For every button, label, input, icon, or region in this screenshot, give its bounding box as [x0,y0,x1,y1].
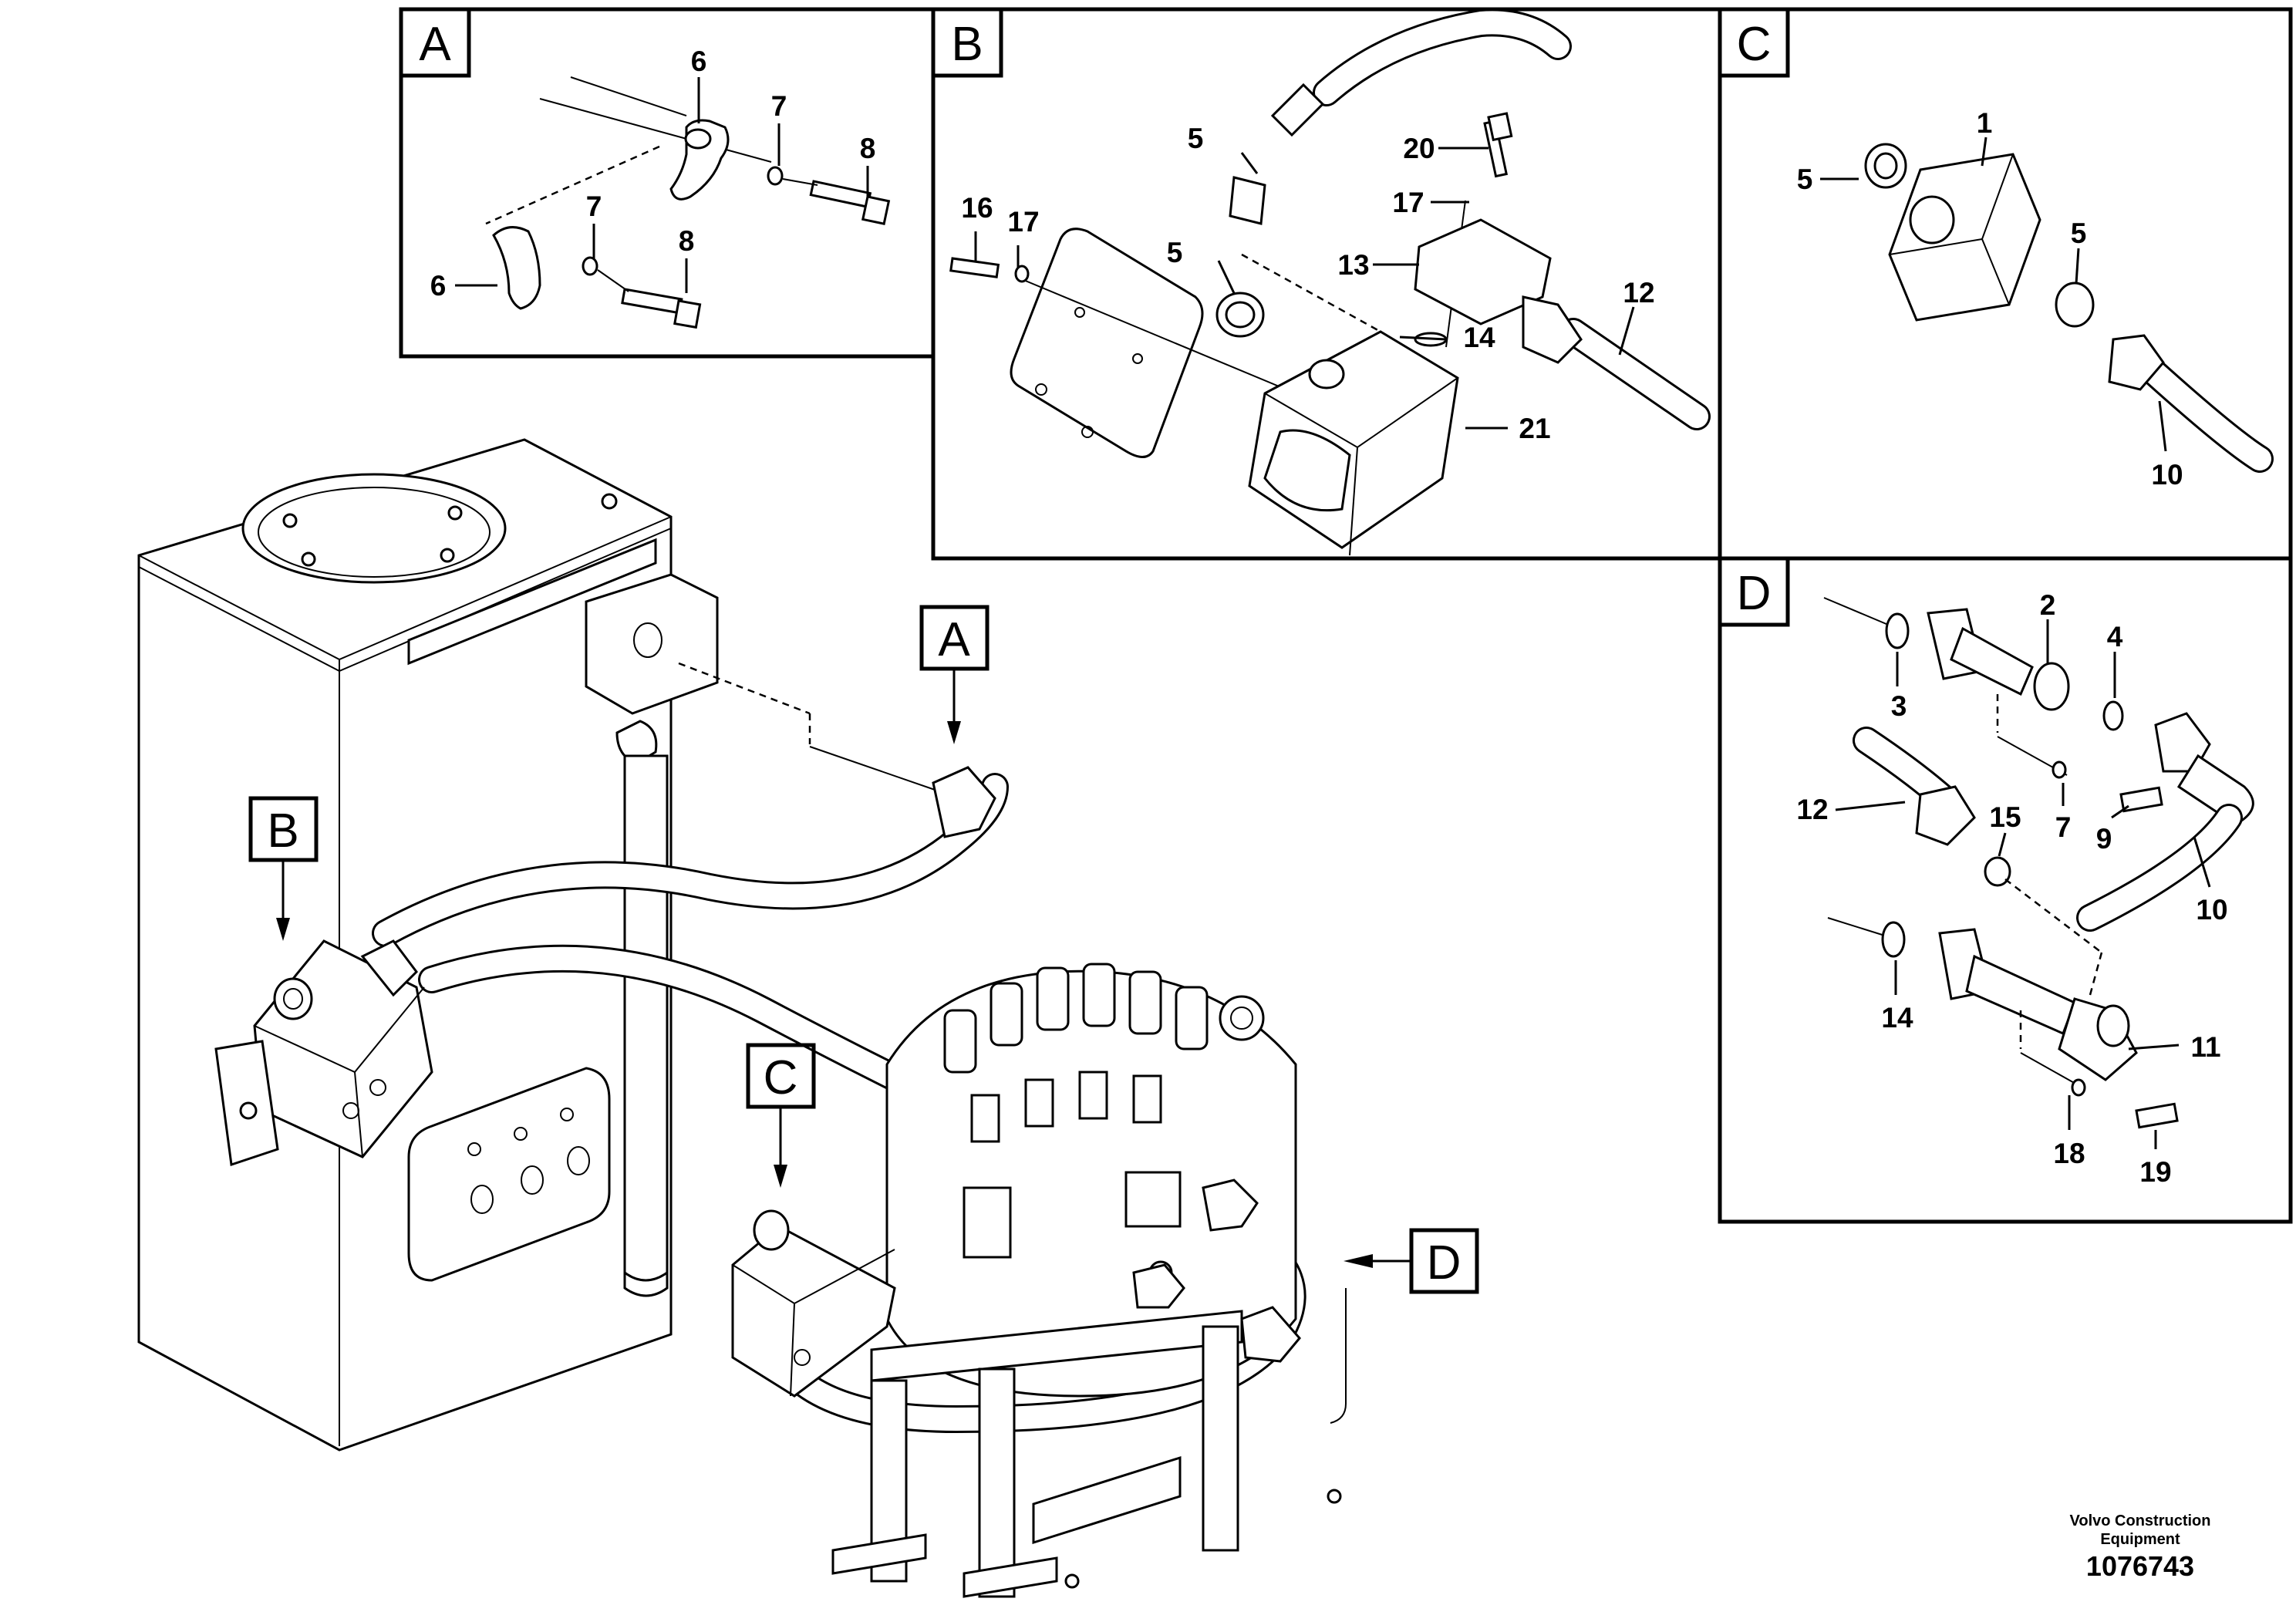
callout-10: 10 [2196,894,2227,926]
bolt-icon [621,288,683,315]
hose-fitting-icon [1202,1179,1259,1232]
panel-b-tag: B [951,18,983,71]
callout-7: 7 [586,191,602,222]
callout-5: 5 [2071,218,2087,249]
o-ring-icon [2102,700,2124,731]
swivel-block-icon [1414,218,1552,325]
callout-9: 9 [2096,823,2112,855]
o-ring-icon [1885,612,1910,649]
callout-18: 18 [2053,1138,2085,1169]
overview-tag-a: A [919,605,990,744]
svg-text:D: D [1427,1236,1462,1290]
callout-12: 12 [1623,277,1654,309]
hose-fitting-icon [2108,334,2165,391]
callout-6: 6 [430,270,447,302]
callout-14: 14 [1881,1002,1913,1034]
callout-7: 7 [2055,811,2072,843]
detail-panel-a: A 6 7 8 6 7 8 [399,7,936,359]
cover-plate-icon [407,1067,611,1282]
adapter-fitting-icon [2055,282,2095,328]
callout-17: 17 [1392,187,1424,218]
valve-assembly-b [214,939,433,1166]
bolt-icon [949,257,1000,278]
bolt-icon [809,180,872,208]
hose-fitting-icon [1522,295,1583,364]
control-valve-unit [831,963,1347,1598]
panel-d-frame [1718,556,2293,1224]
panel-b-tag-box [931,7,1003,78]
callout-15: 15 [1989,801,2021,833]
bolt-icon [2119,786,2163,813]
adapter-fitting-icon [1229,176,1266,225]
brand-name: Volvo Construction [2070,1512,2211,1529]
clamp-half-icon [669,119,730,201]
adapter-block-c [731,1209,896,1398]
svg-text:A: A [938,613,970,666]
brand-subtitle: Equipment [2100,1531,2180,1548]
document-number: 1076743 [2086,1550,2194,1582]
tube-icon [1965,954,2076,1036]
footer-credits: Volvo Construction Equipment 1076743 [2070,1512,2211,1582]
tube-icon [1950,626,2034,696]
panel-c-tag: C [1737,18,1772,71]
overview-tag-c: C [746,1043,816,1188]
callout-3: 3 [1891,690,1907,722]
callout-5: 5 [1167,237,1183,268]
panel-d-tag-box [1718,556,1790,627]
callout-13: 13 [1337,249,1369,281]
svg-text:B: B [267,804,298,858]
callout-5: 5 [1188,123,1204,154]
callout-20: 20 [1403,133,1435,164]
callout-12: 12 [1796,794,1828,825]
callout-21: 21 [1519,413,1550,444]
bolt-icon [2135,1102,2179,1129]
adapter-fitting-icon [2033,662,2070,711]
washer-icon [1014,265,1030,283]
callout-17: 17 [1007,206,1039,238]
panel-c-tag-box [1718,7,1790,78]
hose-fitting-icon [1915,785,1976,846]
adapter-block-icon [1888,153,2041,322]
overview-tag-d: D [1344,1228,1479,1294]
detail-panel-b: B [931,7,1722,561]
tank-lid-icon [241,473,507,584]
callout-2: 2 [2040,589,2056,621]
washer-icon [2071,1078,2086,1097]
washer-icon [2052,760,2067,779]
elbow-fitting-icon [1240,1306,1301,1363]
callout-7: 7 [771,90,787,122]
callout-6: 6 [691,46,707,77]
callout-1: 1 [1977,107,1993,139]
hydraulic-tank [137,438,719,1452]
callout-11: 11 [2190,1031,2220,1063]
manifold-block-icon [585,573,719,715]
panel-d-tag: D [1737,567,1772,620]
callout-8: 8 [679,225,695,257]
overview-tag-b: B [248,796,319,941]
panel-a-tag-box [399,7,471,78]
mounting-plate-icon [1010,228,1204,458]
callout-10: 10 [2151,459,2183,491]
overview-assembly: A B C D [137,438,1479,1598]
washer-icon [767,166,784,186]
washer-icon [582,256,598,276]
hose-fitting-icon [1270,83,1325,137]
callout-19: 19 [2139,1156,2171,1188]
callout-16: 16 [961,192,993,224]
panel-a-tag: A [419,18,451,71]
detail-panel-c: C 1 5 5 10 [1718,7,2293,561]
callout-8: 8 [860,133,876,164]
clamp-half-icon [492,226,541,310]
o-ring-icon [1881,921,1906,958]
callout-14: 14 [1463,322,1495,353]
o-ring-icon [1984,856,2011,887]
callout-5: 5 [1797,164,1813,195]
flange-icon [932,766,996,838]
detail-panel-d: D [1718,556,2293,1224]
svg-text:C: C [764,1051,798,1104]
callout-4: 4 [2107,621,2123,653]
